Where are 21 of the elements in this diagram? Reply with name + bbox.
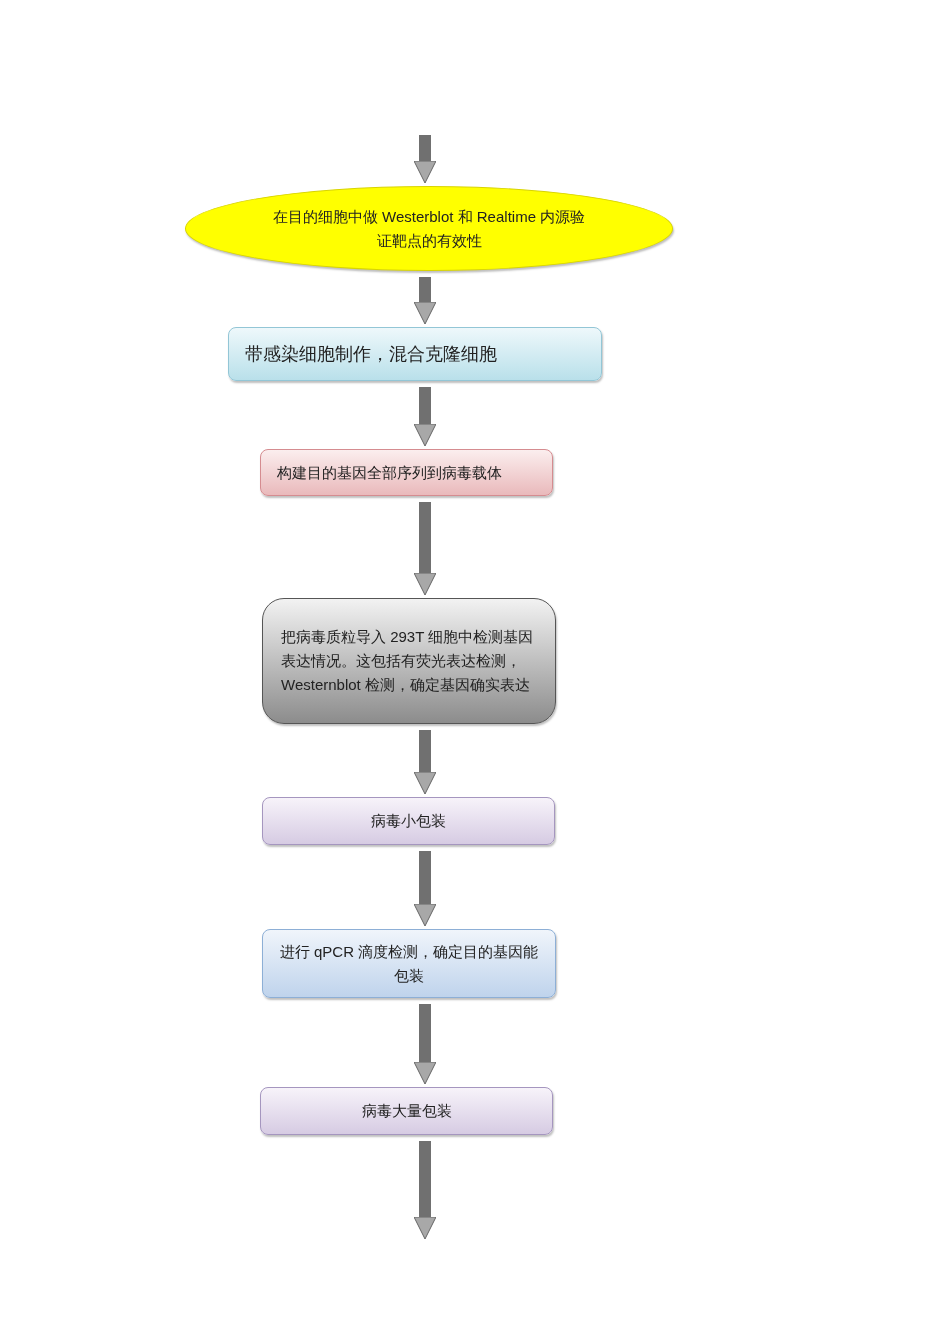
step-text: 把病毒质粒导入 293T 细胞中检测基因表达情况。这包括有荧光表达检测，Westernblot 检测，确定基因确实表达 [281,627,535,695]
process-box [262,929,556,998]
step-text: 构建目的基因全部序列到病毒载体 [277,462,502,483]
process-box [260,449,553,496]
block-arrow [413,1141,437,1240]
process-box [262,797,555,845]
step-text: 在目的细胞中做 Westerblot 和 Realtime 内源验证靶点的有效性 [271,206,587,251]
process-box [260,1087,553,1135]
step-text: 进行 qPCR 滴度检测，确定目的基因能包装 [278,941,540,986]
process-box [228,327,602,381]
block-arrow [413,1004,437,1085]
block-arrow [413,277,437,325]
step-text: 带感染细胞制作，混合克隆细胞 [245,343,497,366]
block-arrow [413,851,437,927]
step-text: 病毒小包装 [371,811,446,831]
step-text: 病毒大量包装 [361,1101,452,1121]
block-arrow [413,730,437,795]
block-arrow [413,502,437,596]
process-box [262,598,556,724]
block-arrow [413,135,437,184]
block-arrow [413,387,437,447]
